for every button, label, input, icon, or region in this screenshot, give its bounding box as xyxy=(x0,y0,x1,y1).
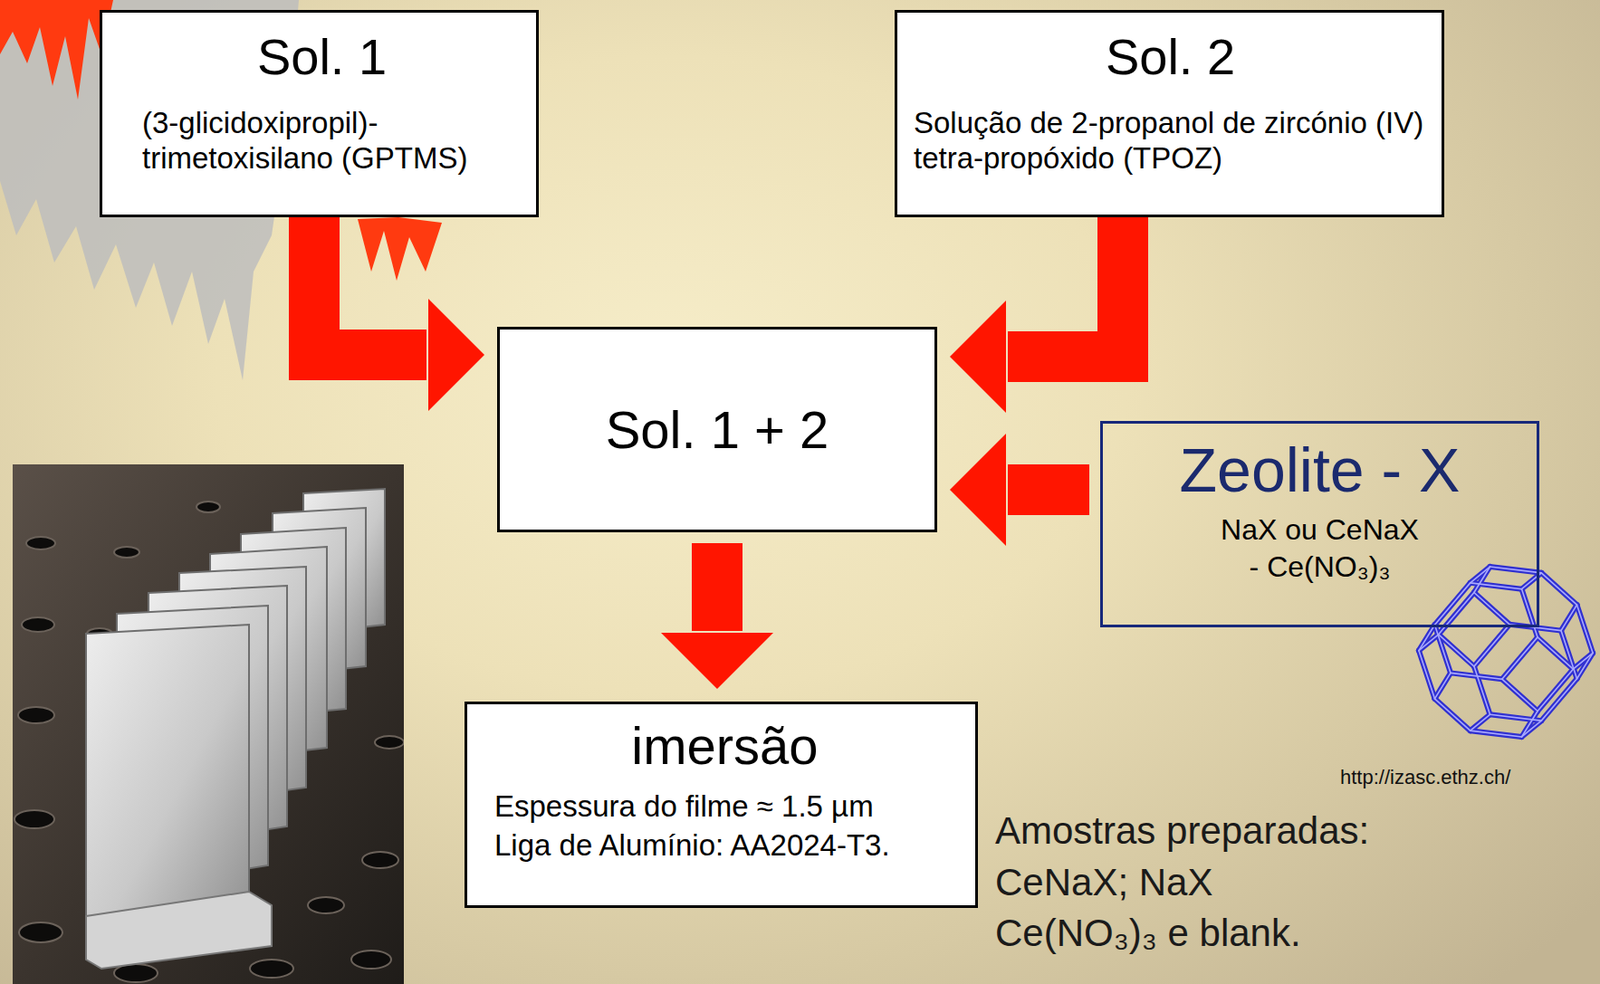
structure-edge xyxy=(1502,679,1538,711)
structure-edge xyxy=(1434,699,1470,731)
structure-edge xyxy=(1470,730,1523,738)
structure-edge xyxy=(1474,666,1491,715)
structure-edge xyxy=(1577,604,1594,653)
flow-arrow xyxy=(314,217,485,412)
arrow-shaft xyxy=(1007,464,1090,516)
structure-edge xyxy=(1489,566,1542,574)
process-box: Sol. 1 + 2 xyxy=(497,326,938,533)
structure-edge xyxy=(1541,679,1577,721)
source-url: http://izasc.ethz.ch/ xyxy=(1340,766,1511,790)
structure-edge xyxy=(1418,651,1436,700)
structure-edge xyxy=(1522,720,1543,738)
structure-edge xyxy=(1470,730,1523,738)
structure-edge xyxy=(1434,672,1451,699)
input-box: Sol. 1 (3-glicidoxipropil)- trimetoxisila… xyxy=(99,9,539,218)
panel-holder xyxy=(86,891,272,969)
structure-edge xyxy=(1561,604,1578,631)
structure-edge xyxy=(1470,566,1491,584)
note-text: CeNaX; NaX Ce(NO₃)₃ e blank. xyxy=(995,857,1358,959)
sample-photo xyxy=(12,464,404,984)
structure-edge xyxy=(1502,679,1538,711)
flow-arrow xyxy=(949,217,1123,413)
structure-edge xyxy=(1474,566,1491,593)
structure-edge xyxy=(1470,714,1491,731)
box-text: (3-glicidoxipropil)- trimetoxisilano (GP… xyxy=(116,105,527,177)
structure-edge xyxy=(1470,714,1491,731)
structure-edge xyxy=(1561,631,1578,680)
structure-edge xyxy=(1418,624,1436,651)
flow-arrow xyxy=(661,543,774,690)
structure-edge xyxy=(1489,714,1542,721)
grey-spikes xyxy=(0,0,299,381)
structure-edge xyxy=(1470,566,1491,584)
structure-edge xyxy=(1561,631,1578,680)
holes xyxy=(14,501,404,983)
structure-edge xyxy=(1474,624,1510,667)
structure-edge xyxy=(1434,624,1451,673)
structure-edge xyxy=(1577,604,1594,653)
box-text: NaX ou CeNaX xyxy=(1117,511,1523,550)
arrow-shaft xyxy=(691,543,743,632)
box-title: Sol. 1 + 2 xyxy=(514,401,920,460)
aluminium-panels xyxy=(86,488,385,933)
structure-edge xyxy=(1474,592,1510,624)
structure-edge xyxy=(1470,583,1523,590)
structure-edge xyxy=(1561,604,1578,631)
arrow-head xyxy=(428,298,485,412)
structure-edge xyxy=(1418,634,1439,652)
box-title: Sol. 1 xyxy=(116,28,527,86)
process-box: imersãoEspessura do filme ≈ 1.5 µmLiga d… xyxy=(464,701,978,909)
red-spikes xyxy=(357,217,442,281)
structure-edge xyxy=(1577,652,1594,679)
input-box: Sol. 2 Solução de 2-propanol de zircónio … xyxy=(894,9,1445,218)
structure-edge xyxy=(1474,666,1491,715)
box-text: Espessura do filme ≈ 1.5 µm xyxy=(494,787,956,827)
structure-edge xyxy=(1522,573,1543,590)
structure-edge xyxy=(1418,624,1436,651)
box-title: Sol. 2 xyxy=(908,28,1433,86)
structure-edge xyxy=(1572,652,1593,670)
arrow-head xyxy=(661,632,774,690)
structure-edge xyxy=(1434,583,1470,625)
box-text: Solução de 2-propanol de zircónio (IV) t… xyxy=(908,105,1433,177)
structure-edge xyxy=(1502,637,1538,680)
arrow-shaft xyxy=(314,217,427,355)
structure-edge xyxy=(1509,624,1562,632)
structure-edge xyxy=(1541,573,1577,605)
structure-edge xyxy=(1502,637,1538,680)
structure-edge xyxy=(1489,566,1542,574)
structure-edge xyxy=(1522,573,1543,590)
arrow-head xyxy=(949,433,1006,547)
additive-box: Zeolite - X NaX ou CeNaX- Ce(NO₃)₃ xyxy=(1100,421,1540,628)
box-title: Zeolite - X xyxy=(1117,436,1523,505)
box-text: - Ce(NO₃)₃ xyxy=(1117,548,1523,587)
structure-edge xyxy=(1474,592,1510,624)
flow-arrow xyxy=(949,433,1090,547)
structure-edge xyxy=(1522,720,1543,738)
structure-edge xyxy=(1522,589,1539,638)
structure-edge xyxy=(1522,589,1539,638)
structure-edge xyxy=(1450,672,1503,680)
note-text: Amostras preparadas: xyxy=(995,805,1370,857)
arrow-shaft xyxy=(1007,217,1123,357)
structure-edge xyxy=(1418,651,1436,700)
structure-edge xyxy=(1434,672,1451,699)
box-title: imersão xyxy=(494,717,956,776)
arrow-head xyxy=(949,300,1006,413)
structure-edge xyxy=(1577,652,1594,679)
structure-edge xyxy=(1434,624,1451,673)
box-text: Liga de Alumínio: AA2024-T3. xyxy=(494,826,956,866)
red-spikes xyxy=(0,0,114,100)
structure-edge xyxy=(1541,573,1577,605)
structure-edge xyxy=(1522,711,1539,738)
photo-ground xyxy=(12,464,404,984)
structure-edge xyxy=(1474,624,1510,667)
structure-edge xyxy=(1434,699,1470,731)
